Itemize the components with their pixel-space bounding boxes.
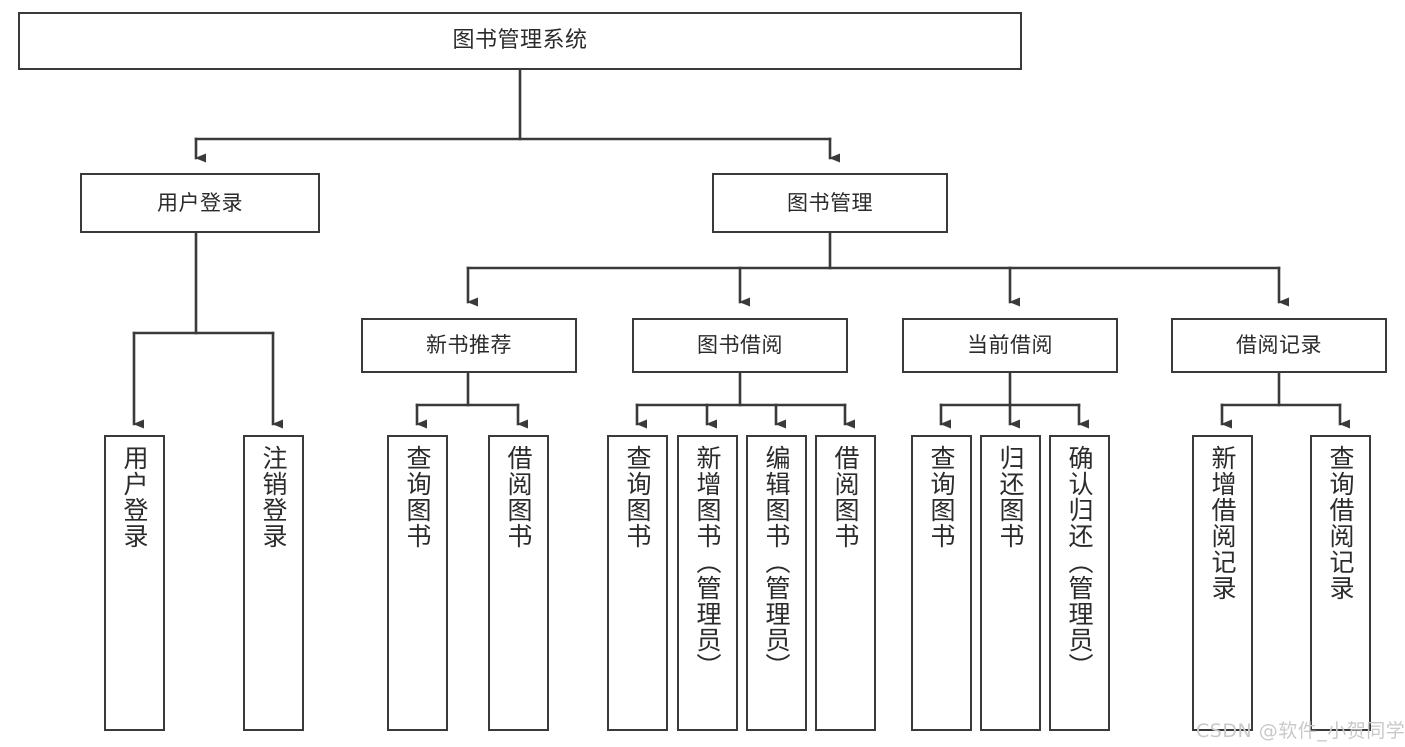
node-borrow-record[interactable]: 借阅记录	[1171, 318, 1387, 373]
leaf-search-book-borrow[interactable]: 查询图书	[607, 435, 668, 731]
node-label: 新增借阅记录	[1208, 445, 1237, 601]
node-label: 用户登录	[157, 190, 243, 215]
leaf-search-book-current[interactable]: 查询图书	[911, 435, 972, 731]
node-book-management[interactable]: 图书管理	[712, 173, 948, 233]
node-label: 图书管理	[787, 190, 873, 215]
node-label: 新书推荐	[426, 333, 512, 357]
node-label: 借阅图书	[831, 445, 860, 549]
node-label: 查询借阅记录	[1326, 445, 1355, 601]
leaf-search-borrow-record[interactable]: 查询借阅记录	[1310, 435, 1371, 731]
leaf-user-login[interactable]: 用户登录	[104, 435, 165, 731]
leaf-add-borrow-record[interactable]: 新增借阅记录	[1192, 435, 1253, 731]
leaf-search-book-recommend[interactable]: 查询图书	[387, 435, 448, 731]
node-label: 用户登录	[120, 445, 149, 549]
node-label: 编辑图书（管理员）	[762, 445, 791, 679]
node-label: 新增图书（管理员）	[693, 445, 722, 679]
node-label: 归还图书	[996, 445, 1025, 549]
leaf-logout[interactable]: 注销登录	[243, 435, 304, 731]
node-new-book-recommend[interactable]: 新书推荐	[361, 318, 577, 373]
leaf-edit-book-admin[interactable]: 编辑图书（管理员）	[746, 435, 807, 731]
leaf-confirm-return-admin[interactable]: 确认归还（管理员）	[1049, 435, 1110, 731]
watermark-csdn: CSDN @软件_小贺同学	[1196, 720, 1405, 742]
node-label: 确认归还（管理员）	[1065, 445, 1094, 679]
node-label: 借阅记录	[1236, 333, 1322, 357]
node-label: 当前借阅	[967, 333, 1053, 357]
node-label: 图书管理系统	[452, 28, 588, 53]
leaf-return-book[interactable]: 归还图书	[980, 435, 1041, 731]
node-label: 查询图书	[403, 445, 432, 549]
node-label: 图书借阅	[697, 333, 783, 357]
node-label: 注销登录	[259, 445, 288, 549]
node-label: 借阅图书	[504, 445, 533, 549]
leaf-borrow-book-recommend[interactable]: 借阅图书	[488, 435, 549, 731]
leaf-add-book-admin[interactable]: 新增图书（管理员）	[677, 435, 738, 731]
node-root-book-management-system[interactable]: 图书管理系统	[18, 12, 1022, 70]
node-user-login[interactable]: 用户登录	[80, 173, 320, 233]
node-label: 查询图书	[927, 445, 956, 549]
node-book-borrow[interactable]: 图书借阅	[632, 318, 848, 373]
node-current-borrow[interactable]: 当前借阅	[902, 318, 1118, 373]
leaf-borrow-book[interactable]: 借阅图书	[815, 435, 876, 731]
node-label: 查询图书	[623, 445, 652, 549]
